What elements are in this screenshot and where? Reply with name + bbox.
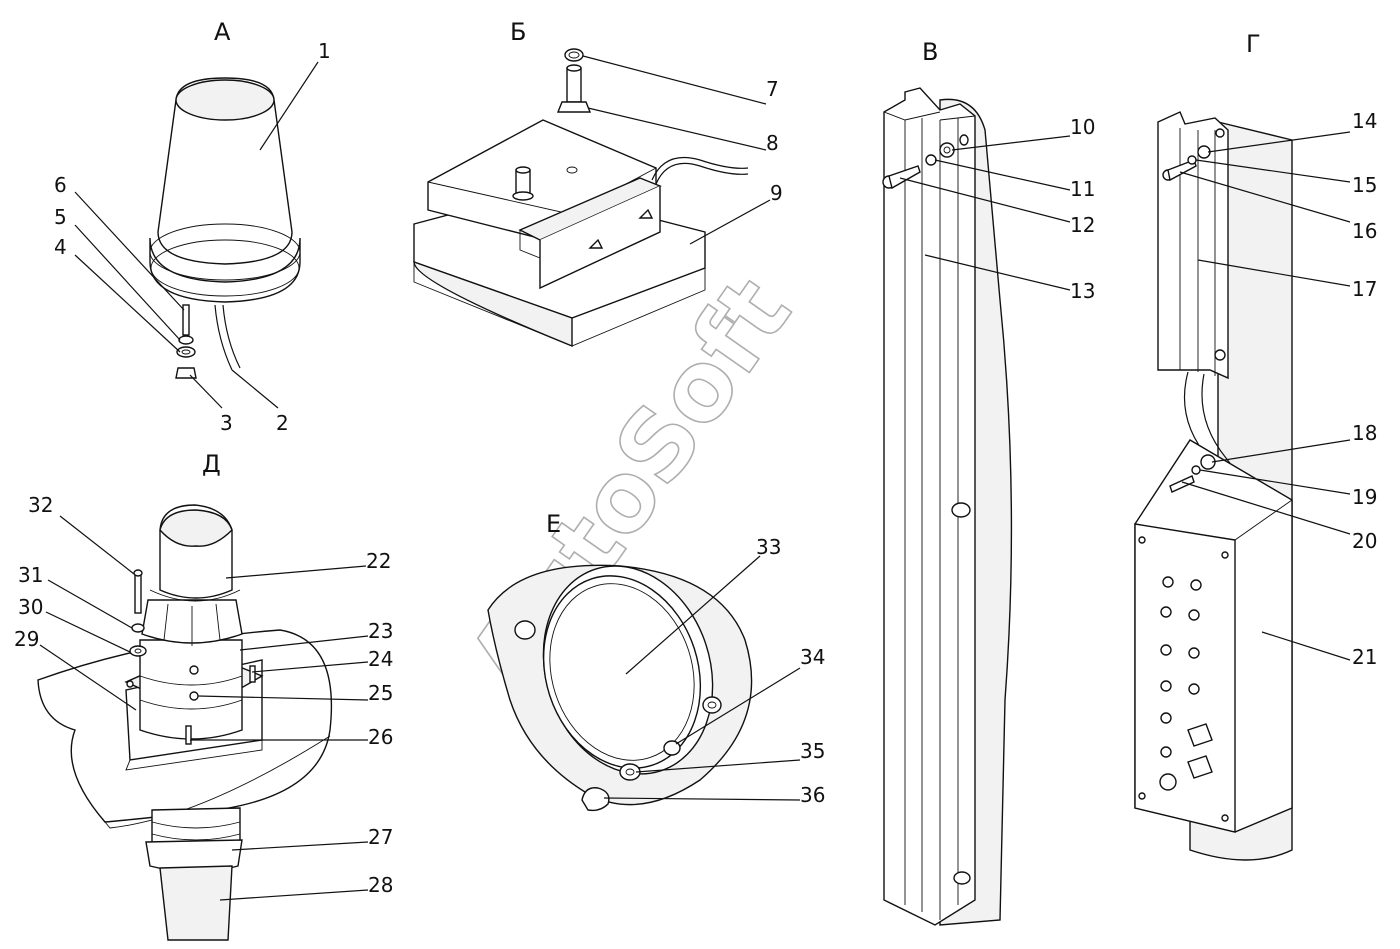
callout-12: 12 [1070, 213, 1095, 237]
callout-8: 8 [766, 131, 779, 155]
assembly-e-round-cover [487, 564, 753, 812]
callout-7: 7 [766, 77, 779, 101]
callout-27: 27 [368, 825, 393, 849]
callout-9: 9 [770, 181, 783, 205]
callout-21: 21 [1352, 645, 1377, 669]
callout-35: 35 [800, 739, 825, 763]
callout-30: 30 [18, 595, 43, 619]
callout-36: 36 [800, 783, 825, 807]
callout-24: 24 [368, 647, 393, 671]
callout-2: 2 [276, 411, 289, 435]
section-label-a: А [214, 18, 231, 46]
callout-26: 26 [368, 725, 393, 749]
callout-33: 33 [756, 535, 781, 559]
callout-13: 13 [1070, 279, 1095, 303]
callout-28: 28 [368, 873, 393, 897]
assembly-b-block-unit [413, 48, 749, 348]
callout-4: 4 [54, 235, 67, 259]
callout-6: 6 [54, 173, 67, 197]
section-label-v: В [922, 38, 938, 66]
section-label-e: Е [546, 510, 561, 538]
callout-34: 34 [800, 645, 825, 669]
callout-10: 10 [1070, 115, 1095, 139]
callout-23: 23 [368, 619, 393, 643]
callout-3: 3 [220, 411, 233, 435]
assembly-d-bushing [37, 504, 333, 941]
callout-18: 18 [1352, 421, 1377, 445]
callout-25: 25 [368, 681, 393, 705]
callout-32: 32 [28, 493, 53, 517]
callout-16: 16 [1352, 219, 1377, 243]
callout-19: 19 [1352, 485, 1377, 509]
callout-20: 20 [1352, 529, 1377, 553]
section-label-d: Д [202, 450, 221, 478]
assembly-v-post [882, 87, 1013, 926]
callout-14: 14 [1352, 109, 1377, 133]
callout-5: 5 [54, 205, 67, 229]
switch-array [1159, 576, 1213, 791]
callout-11: 11 [1070, 177, 1095, 201]
callout-15: 15 [1352, 173, 1377, 197]
assembly-a-beacon [149, 77, 301, 379]
callout-29: 29 [14, 627, 39, 651]
callout-17: 17 [1352, 277, 1377, 301]
callout-31: 31 [18, 563, 43, 587]
section-label-b: Б [510, 18, 526, 46]
callout-22: 22 [366, 549, 391, 573]
assembly-g-post-switchbox [1134, 111, 1293, 861]
section-label-g: Г [1246, 30, 1261, 58]
callout-1: 1 [318, 39, 331, 63]
